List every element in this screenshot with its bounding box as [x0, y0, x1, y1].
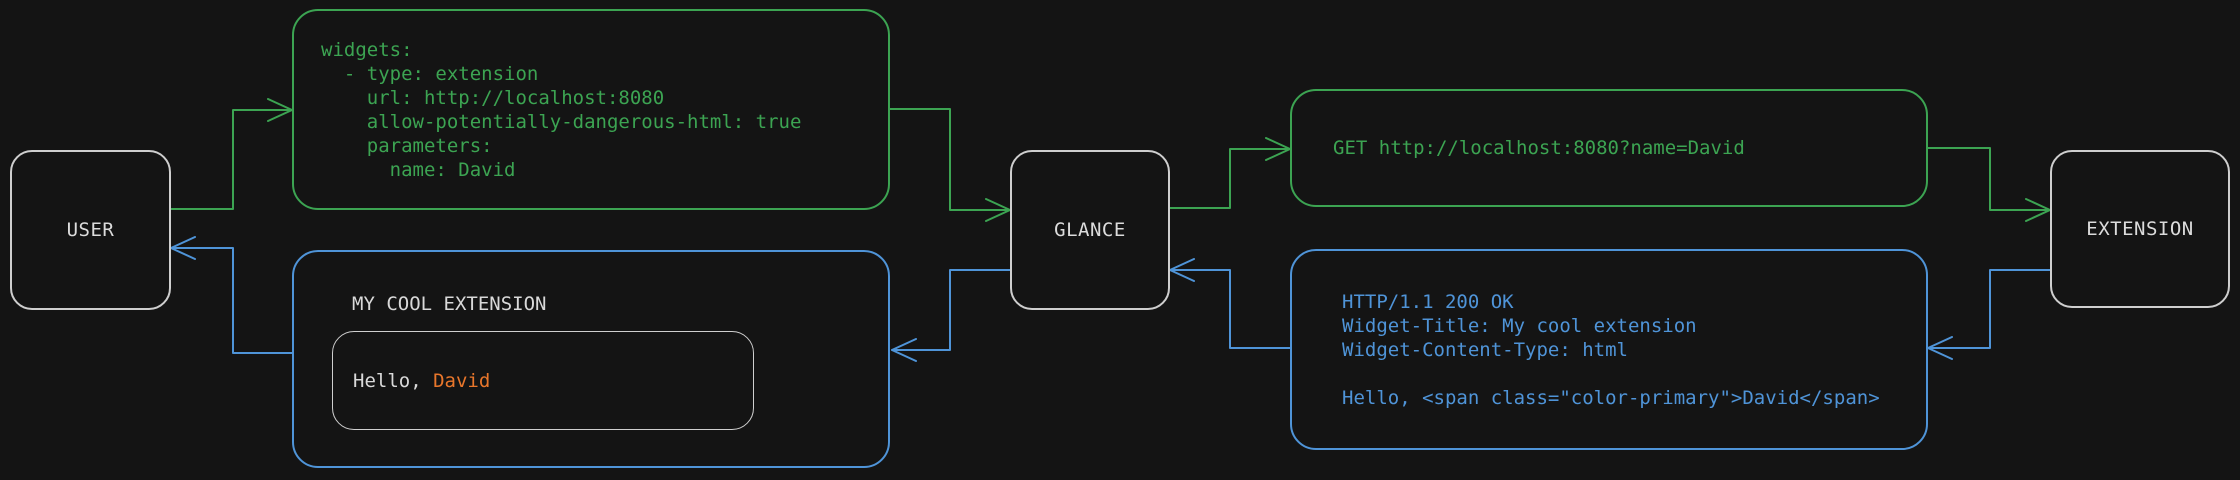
edge-user-to-config: [171, 110, 292, 210]
edge-response-to-glance: [1170, 270, 1290, 349]
http-response-box: HTTP/1.1 200 OK Widget-Title: My cool ex…: [1290, 249, 1928, 450]
user-node-label: USER: [66, 219, 115, 241]
greeting-name-text: David: [433, 369, 491, 392]
edge-extension-to-response: [1928, 269, 2050, 348]
user-node: USER: [10, 150, 171, 310]
glance-node: GLANCE: [1010, 150, 1170, 310]
edge-glance-to-widget: [892, 269, 1010, 350]
extension-node-label: EXTENSION: [2086, 218, 2194, 240]
http-request-code: GET http://localhost:8080?name=David: [1333, 137, 1745, 159]
glance-node-label: GLANCE: [1054, 219, 1126, 241]
yaml-config-box: widgets: - type: extension url: http://l…: [292, 9, 890, 210]
widget-greeting-box: Hello, David: [332, 331, 754, 430]
edge-glance-to-request: [1170, 149, 1290, 209]
http-request-box: GET http://localhost:8080?name=David: [1290, 89, 1928, 207]
widget-preview-title: MY COOL EXTENSION: [352, 293, 547, 315]
edge-config-to-glance: [890, 108, 1010, 210]
yaml-config-code: widgets: - type: extension url: http://l…: [321, 38, 802, 181]
widget-preview-frame: MY COOL EXTENSION Hello, David: [292, 250, 890, 468]
greeting-prefix-text: Hello,: [353, 369, 434, 392]
http-response-code: HTTP/1.1 200 OK Widget-Title: My cool ex…: [1342, 290, 1880, 409]
edge-request-to-extension: [1928, 147, 2050, 210]
extension-node: EXTENSION: [2050, 150, 2230, 308]
edge-widget-to-user: [171, 248, 292, 354]
